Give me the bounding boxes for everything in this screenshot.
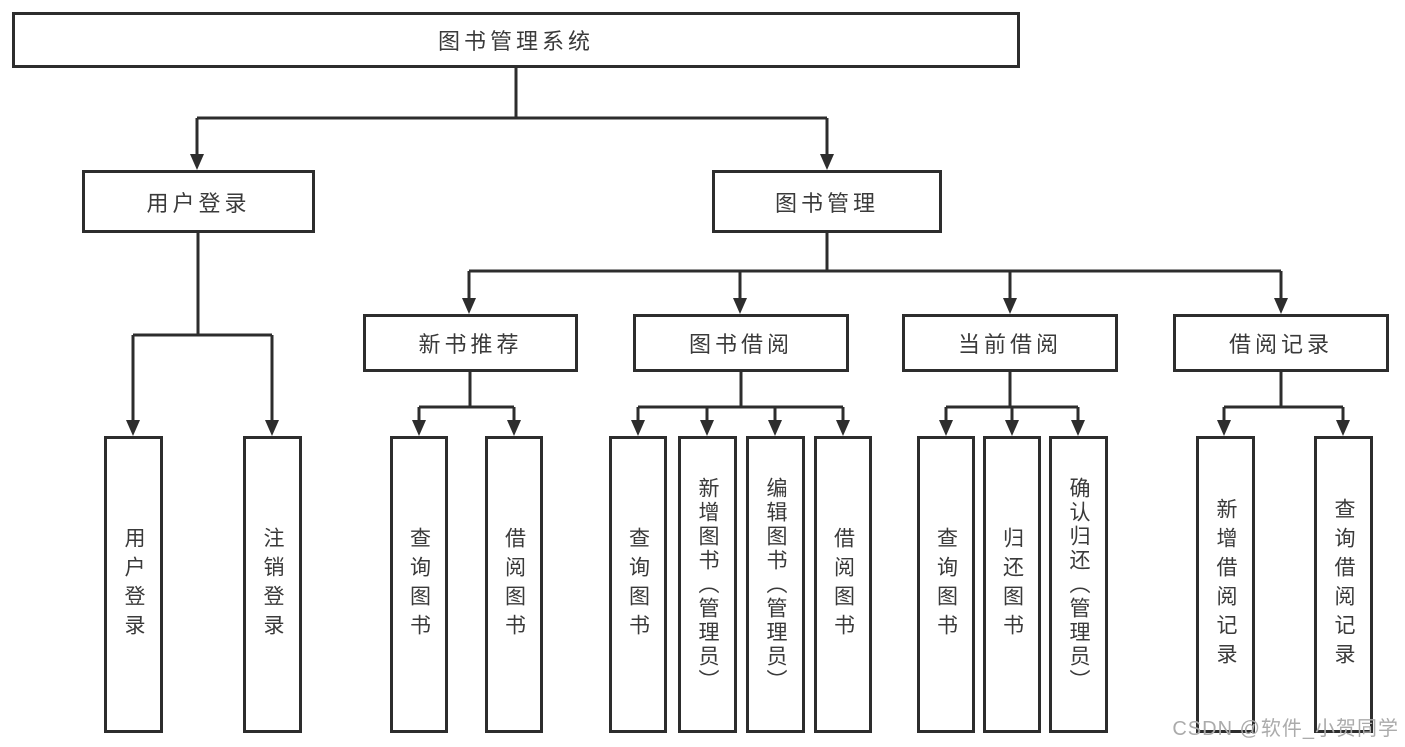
edges-book-management [462, 233, 1288, 314]
arrowhead [820, 154, 834, 170]
node-book-management-label: 图书管理 [774, 190, 879, 216]
leaf-add-book-admin: 新增图书（管理员） [678, 436, 737, 733]
node-new-book-recommend-label: 新书推荐 [418, 332, 523, 357]
edges-user-login [126, 233, 279, 436]
node-borrow-records: 借阅记录 [1173, 314, 1389, 372]
node-borrow-records-label: 借阅记录 [1228, 332, 1333, 357]
leaf-confirm-return-admin-label: 确认归还（管理员） [1067, 476, 1090, 693]
arrowhead [733, 298, 747, 314]
leaf-add-borrow-record: 新增借阅记录 [1196, 436, 1255, 733]
arrowhead [1274, 298, 1288, 314]
edges-new-book-recommend [412, 372, 521, 436]
leaf-query-book-borrowing-label: 查询图书 [626, 526, 650, 643]
node-new-book-recommend: 新书推荐 [363, 314, 578, 372]
arrowhead [836, 420, 850, 436]
edges-book-borrowing [631, 372, 850, 436]
node-root-label: 图书管理系统 [437, 29, 594, 54]
leaf-return-book: 归还图书 [983, 436, 1041, 733]
node-current-borrowing-label: 当前借阅 [957, 332, 1062, 357]
edges-current-borrowing [939, 372, 1085, 436]
leaf-query-book-borrowing: 查询图书 [609, 436, 667, 733]
arrowhead [462, 298, 476, 314]
arrowhead [939, 420, 953, 436]
leaf-edit-book-admin: 编辑图书（管理员） [746, 436, 805, 733]
leaf-borrow-book-label: 借阅图书 [831, 526, 855, 643]
leaf-borrow-book: 借阅图书 [814, 436, 872, 733]
leaf-edit-book-admin-label: 编辑图书（管理员） [764, 476, 787, 693]
arrowhead [1071, 420, 1085, 436]
leaf-user-login-label: 用户登录 [122, 526, 145, 643]
arrowhead [1217, 420, 1231, 436]
leaf-borrow-book-recommend-label: 借阅图书 [502, 526, 526, 643]
arrowhead [190, 154, 204, 170]
leaf-return-book-label: 归还图书 [1000, 526, 1024, 643]
arrowhead [412, 420, 426, 436]
arrowhead [768, 420, 782, 436]
node-book-borrowing-label: 图书借阅 [688, 332, 793, 357]
arrowhead [126, 420, 140, 436]
leaf-query-book-current: 查询图书 [917, 436, 975, 733]
node-user-login-label: 用户登录 [146, 190, 251, 216]
node-user-login: 用户登录 [82, 170, 315, 233]
leaf-query-book-current-label: 查询图书 [934, 526, 958, 643]
arrowhead [1336, 420, 1350, 436]
leaf-confirm-return-admin: 确认归还（管理员） [1049, 436, 1108, 733]
node-root: 图书管理系统 [12, 12, 1020, 68]
leaf-query-borrow-record-label: 查询借阅记录 [1332, 497, 1355, 672]
leaf-borrow-book-recommend: 借阅图书 [485, 436, 543, 733]
arrowhead [265, 420, 279, 436]
leaf-add-book-admin-label: 新增图书（管理员） [696, 476, 719, 693]
arrowhead [507, 420, 521, 436]
arrowhead [700, 420, 714, 436]
csdn-watermark: CSDN @软件_小贺同学 [1172, 718, 1399, 740]
node-current-borrowing: 当前借阅 [902, 314, 1118, 372]
node-book-management: 图书管理 [712, 170, 942, 233]
leaf-user-login: 用户登录 [104, 436, 163, 733]
leaf-add-borrow-record-label: 新增借阅记录 [1214, 497, 1237, 672]
node-book-borrowing: 图书借阅 [633, 314, 849, 372]
leaf-logout-label: 注销登录 [261, 526, 284, 643]
leaf-query-borrow-record: 查询借阅记录 [1314, 436, 1373, 733]
leaf-logout: 注销登录 [243, 436, 302, 733]
arrowhead [631, 420, 645, 436]
edges-root [190, 68, 834, 170]
leaf-query-book-recommend: 查询图书 [390, 436, 448, 733]
leaf-query-book-recommend-label: 查询图书 [407, 526, 431, 643]
arrowhead [1003, 298, 1017, 314]
edges-borrow-records [1217, 372, 1350, 436]
arrowhead [1005, 420, 1019, 436]
